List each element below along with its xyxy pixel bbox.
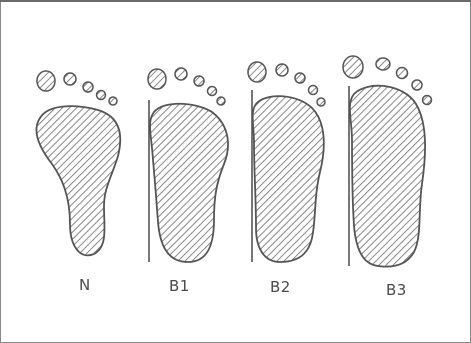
label-b2: B2 xyxy=(270,278,291,296)
footprint-b1 xyxy=(148,68,228,262)
toe-2 xyxy=(64,73,76,85)
toe-3 xyxy=(194,76,204,86)
toe-5 xyxy=(423,96,432,105)
label-b3: B3 xyxy=(386,281,407,299)
toe-3 xyxy=(83,82,93,92)
toe-3 xyxy=(397,68,408,79)
footprint-b3 xyxy=(343,56,432,267)
sole-outline xyxy=(36,106,120,255)
toe-4 xyxy=(412,80,422,90)
toe-5 xyxy=(317,98,325,106)
toe-4 xyxy=(97,91,106,100)
toe-3 xyxy=(295,73,305,83)
sole-outline xyxy=(150,104,228,262)
toe-2 xyxy=(376,58,390,70)
toe-big xyxy=(248,62,266,82)
toe-5 xyxy=(217,97,225,105)
toe-2 xyxy=(276,64,288,76)
toe-5 xyxy=(109,97,117,105)
toe-2 xyxy=(175,68,187,80)
label-b1: B1 xyxy=(169,277,190,295)
sole-outline xyxy=(253,96,324,262)
footprint-n xyxy=(36,71,120,255)
label-n: N xyxy=(79,276,91,294)
footprint-b2 xyxy=(248,62,325,262)
toe-4 xyxy=(309,86,318,95)
toe-big xyxy=(343,56,363,78)
sole-outline xyxy=(350,86,425,267)
toe-big xyxy=(37,71,55,91)
toe-big xyxy=(148,69,166,89)
toe-4 xyxy=(208,87,217,96)
